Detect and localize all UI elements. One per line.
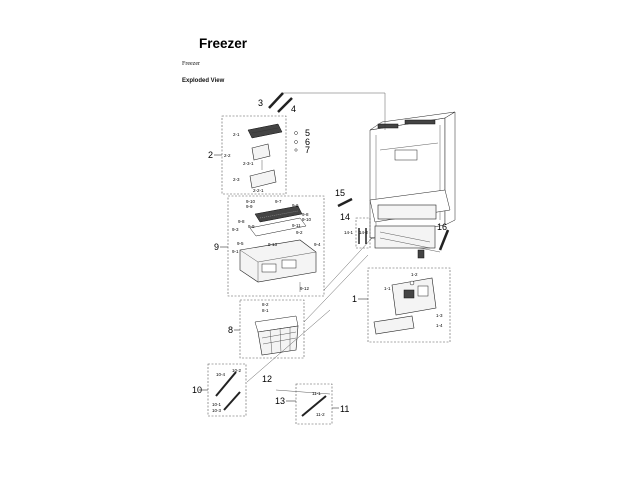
part-14 — [358, 228, 367, 244]
callout-14-2: 14-2 — [359, 230, 369, 235]
callout-14-1: 14-1 — [344, 230, 354, 235]
callout-9-11: 9-11 — [292, 223, 301, 228]
callout-9-8: 9-8 — [302, 212, 309, 217]
callout-10-1: 10-1 — [212, 402, 222, 407]
callout-2-1: 2-1 — [233, 132, 240, 137]
callout-10-3: 10-3 — [212, 408, 222, 413]
page-title: Freezer — [199, 36, 248, 51]
callout-11-1: 11-1 — [312, 391, 321, 396]
callout-10-4: 10-4 — [216, 372, 226, 377]
section-subtitle: Freezer — [182, 61, 200, 67]
fridge-cabinet — [369, 111, 456, 259]
group-8-box — [239, 299, 305, 359]
callout-7: 7 — [305, 145, 310, 155]
callout-9-2: 9-2 — [296, 230, 303, 235]
callout-9-12: 9-12 — [300, 286, 310, 291]
callout-1-4: 1-4 — [436, 323, 443, 328]
callout-10-2: 10-2 — [232, 368, 242, 373]
callout-9-1: 9-1 — [232, 249, 239, 254]
part-15 — [337, 197, 353, 208]
callout-8-2: 8-2 — [262, 302, 269, 307]
callout-4: 4 — [291, 104, 296, 114]
group-8-basket — [254, 315, 299, 356]
callout-9-6: 9-6 — [292, 203, 299, 208]
group-11-box — [295, 383, 333, 425]
callout-16: 16 — [437, 222, 447, 232]
callout-11: 11 — [340, 404, 349, 414]
callout-9-10b: 9-10 — [302, 217, 312, 222]
callout-9-3: 9-3 — [232, 227, 239, 232]
exploded-view-label: Exploded View — [182, 78, 225, 84]
callout-9-4: 9-4 — [314, 242, 321, 247]
callout-2: 2 — [208, 150, 213, 160]
callout-9-7: 9-7 — [275, 199, 282, 204]
callout-9-13: 9-13 — [268, 242, 278, 247]
group-1-parts — [373, 277, 437, 335]
callout-14: 14 — [340, 212, 350, 222]
callout-5: 5 — [305, 128, 310, 138]
callout-3: 3 — [258, 98, 263, 108]
group-2-parts — [247, 123, 283, 189]
group-1-box — [367, 267, 451, 343]
callout-9: 9 — [214, 242, 219, 252]
callout-9-9b: 9-9 — [248, 224, 255, 229]
group-9-parts — [239, 205, 317, 292]
callout-6: 6 — [305, 137, 310, 147]
callout-2-2-1: 2-2-1 — [253, 188, 264, 193]
callout-2-3-1: 2-3-1 — [243, 161, 254, 166]
callout-1-1: 1-1 — [384, 286, 391, 291]
callout-15: 15 — [335, 188, 345, 198]
callout-9-9: 9-9 — [246, 204, 253, 209]
callout-2-3: 2-3 — [233, 177, 240, 182]
callout-8: 8 — [228, 325, 233, 335]
callout-9-10: 9-10 — [246, 199, 256, 204]
callout-12: 12 — [262, 374, 272, 384]
callout-8-1: 8-1 — [262, 308, 269, 313]
callout-13: 13 — [275, 396, 285, 406]
parts-5-6-7 — [294, 131, 298, 152]
group-10-parts — [215, 371, 241, 411]
callout-11-2: 11-2 — [316, 412, 325, 417]
callout-2-2: 2-2 — [224, 153, 231, 158]
callout-10: 10 — [192, 385, 202, 395]
callout-9-5: 9-5 — [237, 241, 244, 246]
callout-1: 1 — [352, 294, 357, 304]
part-3-4 — [268, 92, 386, 130]
group-11-parts — [301, 395, 327, 417]
callout-1-2: 1-2 — [411, 272, 418, 277]
callout-9-8b: 9-8 — [238, 219, 245, 224]
callout-1-3: 1-3 — [436, 313, 443, 318]
part-16 — [438, 229, 450, 251]
